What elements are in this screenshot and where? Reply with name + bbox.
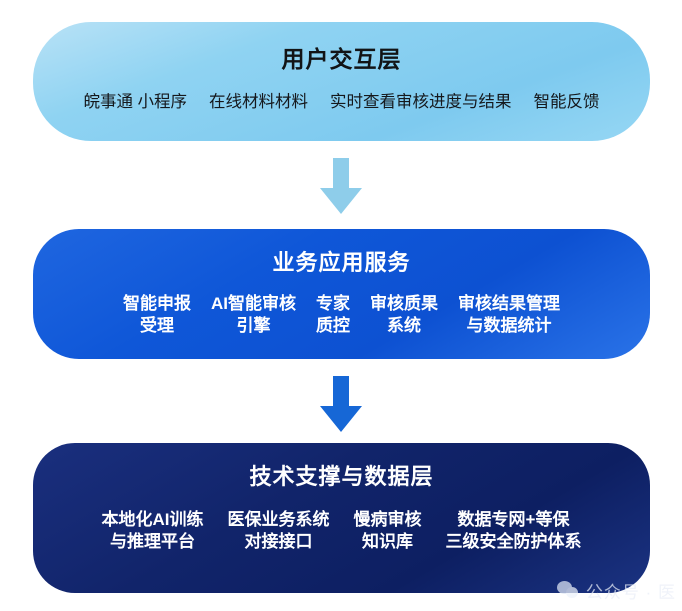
layer-user-items: 皖事通 小程序 在线材料材料 实时查看审核进度与结果 智能反馈 [33, 92, 650, 113]
layer-item-line1: 实时查看审核进度与结果 [330, 93, 512, 111]
layer-business-title: 业务应用服务 [272, 250, 411, 275]
arrow-down-icon [318, 158, 364, 216]
layer-business-application: 业务应用服务 智能申报 受理 AI智能审核 引擎 专家 质控 审核质果 系统 审… [33, 229, 650, 359]
layer-item: 智能反馈 [534, 92, 600, 113]
layer-item-line2: 引擎 [236, 316, 271, 336]
layer-item-line2: 与数据统计 [466, 316, 552, 336]
layer-item: 审核质果 系统 [370, 293, 438, 337]
layer-tech-items: 本地化AI训练 与推理平台 医保业务系统 对接接口 慢病审核 知识库 数据专网+… [33, 509, 650, 553]
layer-item: 专家 质控 [316, 293, 350, 337]
layer-item-line1: 智能申报 [123, 294, 191, 313]
layer-item-line1: 在线材料材料 [209, 93, 309, 111]
arrow-down-icon [318, 376, 364, 434]
layer-item: 慢病审核 知识库 [354, 509, 422, 553]
layer-item-line2: 受理 [140, 316, 174, 336]
layer-item-line1: 审核质果 [370, 294, 438, 313]
layer-user-interaction: 用户交互层 皖事通 小程序 在线材料材料 实时查看审核进度与结果 智能反馈 [33, 22, 650, 141]
layer-item-line1: 慢病审核 [353, 510, 422, 529]
layer-item-line1: 智能反馈 [533, 93, 600, 111]
layer-item-line1: 专家 [316, 294, 350, 313]
layer-item-line1: 数据专网+等保 [457, 510, 570, 529]
layer-item: 皖事通 小程序 [83, 92, 187, 113]
layer-item: 实时查看审核进度与结果 [330, 92, 512, 113]
layer-item: AI智能审核 引擎 [211, 293, 296, 337]
layer-item-line2: 对接接口 [244, 532, 313, 552]
layer-item-line2: 系统 [387, 316, 421, 336]
layer-item: 数据专网+等保 三级安全防护体系 [446, 509, 582, 553]
layer-item-line2: 与推理平台 [110, 532, 195, 552]
layer-item-line1: 审核结果管理 [458, 294, 560, 313]
layer-item: 医保业务系统 对接接口 [228, 509, 330, 553]
layer-item: 智能申报 受理 [123, 293, 191, 337]
layer-item-line2: 三级安全防护体系 [445, 532, 582, 552]
layer-item-line1: 本地化AI训练 [101, 510, 204, 529]
layer-item-line1: 医保业务系统 [227, 510, 330, 529]
layer-business-items: 智能申报 受理 AI智能审核 引擎 专家 质控 审核质果 系统 审核结果管理 与… [33, 293, 650, 337]
layer-tech-title: 技术支撑与数据层 [249, 464, 434, 489]
layer-user-title: 用户交互层 [281, 46, 402, 72]
layer-item-line2: 知识库 [362, 532, 413, 552]
layer-technology-data: 技术支撑与数据层 本地化AI训练 与推理平台 医保业务系统 对接接口 慢病审核 … [33, 443, 650, 593]
layer-item: 在线材料材料 [209, 92, 308, 113]
layer-item: 本地化AI训练 与推理平台 [102, 509, 204, 553]
layer-item-line1: 皖事通 小程序 [83, 93, 188, 111]
layer-item-line1: AI智能审核 [211, 294, 296, 313]
layer-item-line2: 质控 [316, 316, 350, 336]
layer-item: 审核结果管理 与数据统计 [458, 293, 560, 337]
